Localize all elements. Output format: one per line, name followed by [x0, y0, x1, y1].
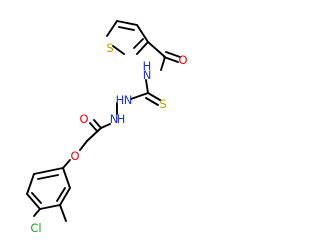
bond: [136, 41, 149, 55]
benzene-ring: [26, 167, 71, 210]
bond: [26, 173, 35, 195]
bond: [62, 159, 71, 169]
atom-label-oxygen-ether: O: [70, 149, 79, 163]
bond: [145, 79, 149, 94]
bond: [106, 20, 118, 37]
bond: [112, 45, 125, 55]
thiophene-ring: [106, 20, 149, 55]
bond: [136, 24, 149, 43]
bond: [147, 41, 166, 58]
atom-label-sulfur-thio: S: [159, 97, 166, 111]
atom-label-nitrogen-hydrazine-1: N: [124, 93, 133, 107]
atom-label-hydrogen-amide: H: [143, 59, 152, 73]
molecule-svg: S O H N S H N N H O O Cl: [26, 20, 188, 235]
bond: [89, 122, 98, 132]
bond: [160, 56, 166, 71]
bond: [118, 26, 135, 31]
bond: [147, 92, 161, 101]
bond: [93, 119, 102, 129]
bond: [62, 167, 71, 189]
bond: [133, 38, 144, 49]
atom-label-chlorine: Cl: [30, 221, 41, 235]
molecule-structure-diagram: S O H N S H N N H O O Cl: [26, 20, 188, 235]
bond: [39, 204, 61, 210]
atom-label-nitrogen-hydrazine-2: N: [110, 112, 119, 126]
atom-label-hydrogen-hydrazine-2: H: [117, 112, 126, 126]
bond: [56, 187, 66, 202]
atom-label-oxygen-carbonyl-mid: O: [79, 112, 88, 126]
bond: [100, 123, 111, 129]
bond: [145, 97, 159, 106]
bond: [116, 20, 138, 26]
bond: [26, 193, 41, 210]
bond: [79, 140, 88, 151]
bond: [163, 56, 179, 63]
bond: [37, 174, 59, 180]
bond: [31, 192, 42, 204]
atom-label-sulfur-ring: S: [106, 41, 113, 55]
bond: [165, 51, 181, 58]
bond: [86, 127, 102, 142]
bond: [59, 204, 67, 222]
atom-label-nitrogen-amide: N: [143, 68, 152, 82]
atom-label-hydrogen-hydrazine-1: H: [116, 93, 125, 107]
bond: [130, 92, 149, 100]
bond: [33, 208, 41, 217]
atom-label-oxygen-carbonyl-top: O: [178, 53, 187, 67]
bond: [33, 167, 64, 175]
bond: [59, 187, 71, 206]
